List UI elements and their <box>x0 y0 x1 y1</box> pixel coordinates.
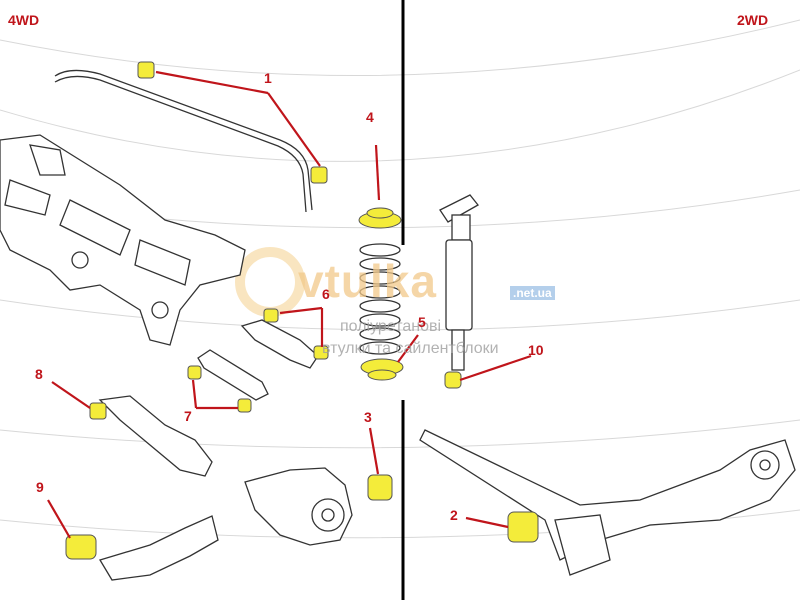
subframe <box>0 134 246 346</box>
bushing-trailing-9 <box>65 534 97 560</box>
bushing-lower-8 <box>89 402 107 420</box>
bushing-group <box>65 61 539 560</box>
callout-10: 10 <box>528 342 544 358</box>
callout-7: 7 <box>184 408 192 424</box>
callout-6: 6 <box>322 286 330 302</box>
header-4wd: 4WD <box>8 12 40 28</box>
trailing-arm <box>99 515 219 581</box>
bushing-shock-10 <box>444 371 462 389</box>
watermark-brand: vtulka <box>298 255 437 307</box>
bushing-knuckle-3 <box>367 474 393 501</box>
watermark-logo-icon <box>235 247 305 317</box>
callout-1: 1 <box>264 70 272 86</box>
bushing-stabilizer-1a <box>137 61 155 79</box>
spring-seat-upper <box>358 207 402 229</box>
shock-absorber <box>439 194 479 371</box>
watermark-domain: .net.ua <box>510 286 555 300</box>
bushing-beam-2 <box>507 511 539 543</box>
watermark-line2: втулки та сайлентблоки <box>322 340 499 357</box>
lower-arm <box>98 395 213 477</box>
callout-3: 3 <box>364 409 372 425</box>
stabilizer-bar <box>54 69 313 213</box>
callout-leaders <box>47 70 532 539</box>
header-2wd: 2WD <box>737 12 769 28</box>
bushing-upper-6a <box>263 308 279 323</box>
watermark-line1: поліуретанові <box>340 318 442 335</box>
knuckle <box>244 467 353 546</box>
callout-5: 5 <box>418 314 426 330</box>
bushing-lateral-7a <box>187 365 202 380</box>
callout-2: 2 <box>450 507 458 523</box>
upper-link <box>240 319 319 369</box>
callout-4: 4 <box>366 109 374 125</box>
bushing-lateral-7b <box>237 398 252 413</box>
spring-seat-lower <box>360 358 404 381</box>
callout-8: 8 <box>35 366 43 382</box>
torsion-beam <box>419 429 796 576</box>
bushing-stabilizer-1b <box>310 166 328 184</box>
coil-spring <box>359 243 401 355</box>
callout-9: 9 <box>36 479 44 495</box>
lateral-link <box>197 349 269 401</box>
